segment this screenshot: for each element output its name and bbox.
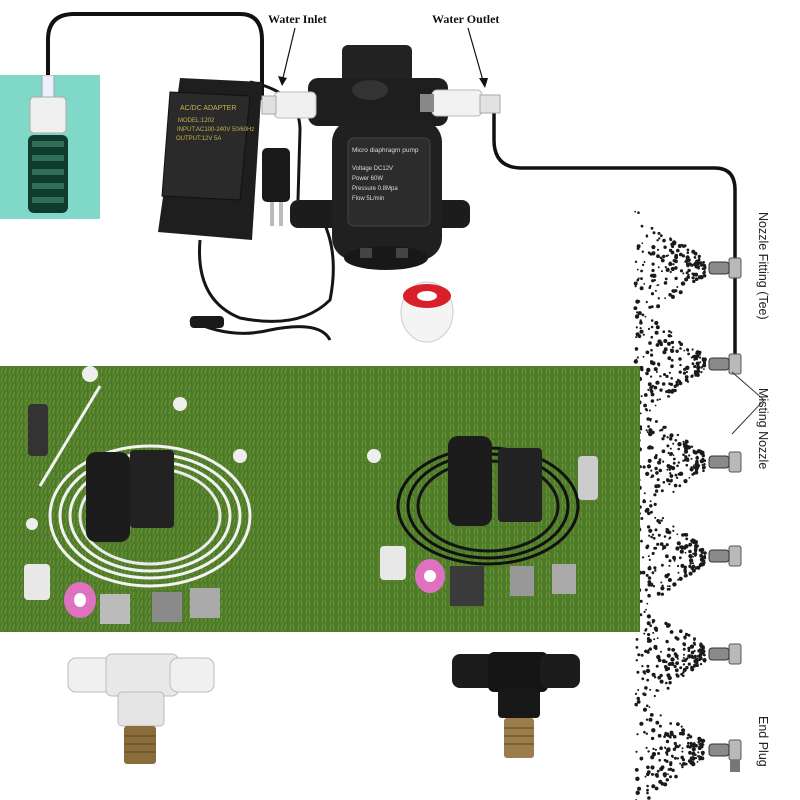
pump-spec-4: Flow 5L/min [352,196,384,202]
inlet-arrow [281,27,296,83]
white-kit-photo [0,366,288,632]
top-diagram [46,12,737,360]
adapter-line-2: INPUT:AC100-240V 50/60Hz [177,127,254,133]
nozzle-fitting-tee [728,451,742,473]
filter-photo [0,75,100,219]
device-text-layer: AC/DC ADAPTER MODEL:1202 INPUT:AC100-240… [176,105,419,202]
misting-nozzle [708,261,730,275]
inlet-tube [46,12,264,100]
ac-plug [262,148,290,226]
white-kit-pump [86,452,130,542]
end-plug-label: End Plug [756,716,770,767]
pump-spec-1: Voltage DC12V [352,166,393,172]
black-kit-adapter [498,448,542,522]
nozzle-fitting-tee [728,739,742,761]
dc-cable [189,318,332,341]
nozzle-fitting-label: Nozzle Fitting (Tee) [756,212,770,320]
nozzle-fitting-tee [728,257,742,279]
white-kit-adapter [130,450,174,528]
pump-inlet-fitting [261,91,317,119]
mist-spray [634,692,706,800]
white-tee-fitting [67,653,215,764]
misting-nozzle [708,743,730,757]
mist-spray [633,405,707,515]
black-kit-pump [448,436,492,526]
misting-line-diagram [633,210,742,800]
pump-spec-3: Pressure 0.8Mpa [352,186,398,192]
ptfe-tape-roll [400,281,454,343]
pump-outlet-fitting [420,89,501,117]
mist-spray [633,498,707,605]
main-line-tube [492,110,737,360]
black-kit-filter [578,456,598,500]
white-kit-bag [100,594,130,624]
white-kit-plug [24,564,50,600]
adapter-cord [198,214,335,323]
black-kit-photo [288,366,640,632]
black-tee-fitting [452,652,580,758]
diaphragm-pump [290,45,470,270]
mist-spray [633,311,707,415]
white-tee-brass-nozzle [124,726,156,764]
nozzle-fitting-tee [728,643,742,665]
adapter-line-3: OUTPUT:12V 5A [176,136,221,142]
mist-spray [633,210,707,319]
ac-dc-adapter [158,78,262,240]
mist-spray [635,606,707,707]
water-inlet-label: Water Inlet [268,12,327,26]
nozzle-pointer-lines [731,371,765,435]
misting-nozzle [708,647,730,661]
black-kit-bag [450,566,484,606]
pump-title: Micro diaphragm pump [352,147,419,154]
water-outlet-label: Water Outlet [432,12,500,26]
black-kit-plug [380,546,406,580]
end-plug [730,760,740,772]
pump-spec-2: Power 60W [352,176,383,182]
nozzle-fitting-tee [728,545,742,567]
black-tee-brass-nozzle [504,718,534,758]
misting-nozzle [708,455,730,469]
outlet-arrow [467,27,485,85]
misting-nozzle [708,549,730,563]
misting-nozzle [708,357,730,371]
adapter-title: AC/DC ADAPTER [180,105,236,112]
white-kit-filter [28,404,48,456]
adapter-line-1: MODEL:1202 [178,118,215,124]
cable-ferrite [190,316,224,328]
